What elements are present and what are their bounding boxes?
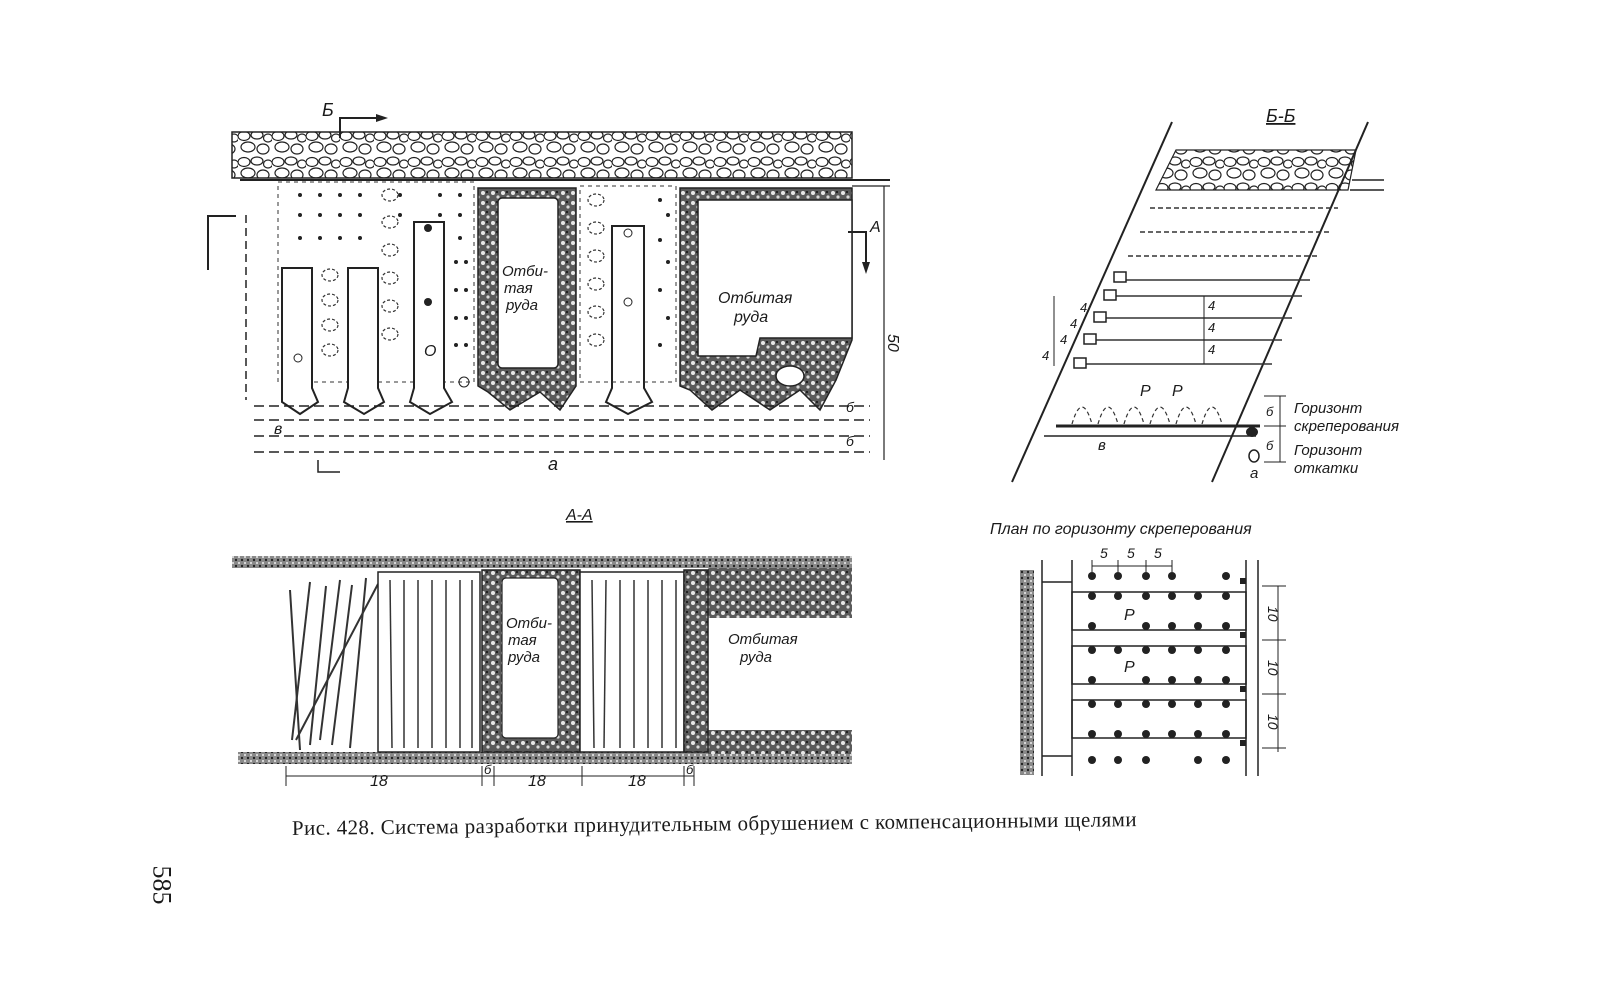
section-aa-view: А-А Отби- тая руда Отбитая руда [232, 507, 852, 790]
plan-title: План по горизонту скреперования [990, 521, 1252, 538]
section-arrow-b [339, 117, 376, 138]
plan-right-dim-3: 10 [1265, 714, 1281, 730]
bb-spacing-right: 4 4 4 [1208, 298, 1219, 357]
aa-ore-label-1: Отби- тая руда [506, 615, 556, 666]
dim-level-2: б [846, 433, 855, 449]
bb-label-p2: Р [1172, 383, 1183, 400]
bb-horizon-scraping: Горизонт скреперования [1294, 400, 1399, 435]
section-mark-b: Б [322, 100, 334, 120]
plan-label-p2: Р [1124, 659, 1135, 676]
plan-view: План по горизонту скреперования Р Р [990, 521, 1286, 776]
bb-funnels [1071, 406, 1223, 425]
dim-level: б [846, 399, 855, 415]
plan-left-wall [1020, 570, 1034, 775]
bb-horizon-haulage: Горизонт откатки [1294, 442, 1366, 477]
ore-label-1: Отби- тая руда [502, 263, 552, 314]
bb-label-a: а [1250, 465, 1258, 482]
bb-footwall [1011, 121, 1173, 483]
blast-hole-dots-1 [298, 193, 468, 347]
bb-sublevels [1078, 207, 1338, 365]
aa-roof [232, 556, 852, 568]
aa-drilled-block-1 [377, 571, 481, 753]
label-v: в [274, 421, 282, 438]
plan-label-p1: Р [1124, 607, 1135, 624]
section-bb-title: Б-Б [1266, 106, 1296, 126]
section-mark-a: А [869, 219, 881, 236]
aa-dim-2: б [484, 762, 492, 777]
drilled-block-2 [579, 185, 677, 383]
section-arrow-left [207, 215, 236, 270]
page-number: 585 [147, 865, 177, 905]
bb-label-p1: Р [1140, 383, 1151, 400]
ore-void-1 [497, 197, 559, 369]
aa-floor [238, 752, 852, 764]
section-aa-title: А-А [565, 507, 593, 524]
aa-dim-5: б [686, 762, 694, 777]
raise-rings-1 [321, 188, 399, 357]
label-o: О [424, 343, 436, 360]
aa-dim-4: 18 [628, 773, 646, 790]
aa-inclined-holes [289, 577, 379, 751]
ore-void-2 [697, 199, 853, 357]
label-a: а [548, 454, 558, 474]
bb-spacing-left: 4 4 4 4 [1042, 300, 1087, 363]
aa-dim-1: 18 [370, 773, 388, 790]
plan-drifts [1041, 560, 1259, 776]
bb-dim-b1: б [1266, 404, 1274, 419]
caved-rock-layer [231, 131, 853, 179]
bb-caved-rock [1155, 149, 1357, 191]
scraper-icon [775, 365, 805, 387]
plan-top-dims: 5 5 5 [1100, 545, 1162, 561]
compensation-slots [281, 221, 654, 416]
bb-label-v: в [1098, 437, 1106, 454]
aa-ore-label-2: Отбитая руда [728, 631, 802, 666]
section-bb-view: Б-Б 4 4 4 4 4 4 4 [1011, 106, 1399, 483]
slot-markers [293, 224, 633, 388]
section-arrow-a [848, 231, 867, 270]
aa-dim-3: 18 [528, 773, 546, 790]
bb-dim-b2: б [1266, 438, 1274, 453]
dim-height: 50 [884, 334, 901, 352]
plan-draw-points [1088, 572, 1246, 764]
aa-drilled-block-2 [579, 571, 685, 753]
elevation-view: Б [207, 100, 901, 474]
bb-hangingwall [1211, 121, 1369, 483]
ore-label-2: Отбитая руда [718, 290, 797, 326]
drilled-block-1 [277, 181, 475, 383]
plan-right-dim-2: 10 [1265, 660, 1281, 676]
plan-right-dim-1: 10 [1265, 606, 1281, 622]
